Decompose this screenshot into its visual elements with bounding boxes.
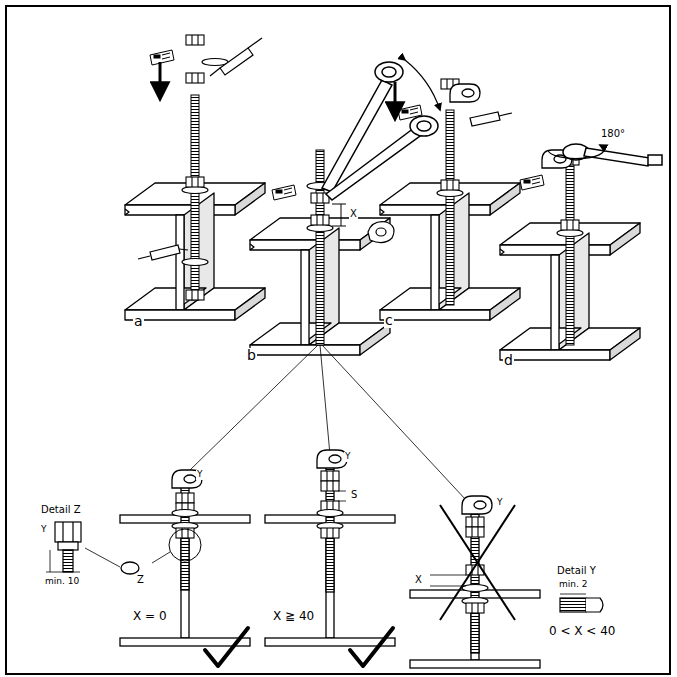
condition-label: X ≧ 40 [272, 610, 315, 623]
detail-title: Detail Y [556, 565, 597, 576]
detail-label: Y [196, 470, 204, 480]
leader-lines [190, 345, 466, 500]
step-a [125, 35, 265, 320]
detail-y [560, 594, 603, 612]
step-letter: d [503, 353, 514, 368]
section-x-min-40 [265, 450, 395, 666]
angle-label: 180° [600, 128, 626, 139]
section-x-wrong [410, 496, 540, 668]
step-letter: a [133, 314, 144, 329]
dimension-label: X [414, 574, 423, 585]
step-letter: c [384, 313, 394, 328]
dimension-label: min. 2 [558, 580, 588, 590]
detail-label: Y [344, 452, 352, 462]
dimension-label: min. 10 [44, 577, 80, 587]
dimension-label: S [350, 489, 358, 500]
step-letter: b [246, 348, 257, 363]
detail-marker: Z [136, 574, 145, 585]
condition-label: X = 0 [132, 610, 168, 623]
step-d [500, 144, 662, 360]
section-x-zero [85, 470, 250, 666]
detail-label: Y [40, 525, 48, 535]
detail-title: Detail Z [40, 504, 82, 515]
detail-z [46, 522, 81, 572]
detail-label: Y [496, 498, 504, 508]
condition-label: 0 < X < 40 [548, 625, 617, 638]
dimension-label: X [349, 208, 358, 219]
frame [6, 6, 670, 674]
step-c [380, 79, 520, 320]
